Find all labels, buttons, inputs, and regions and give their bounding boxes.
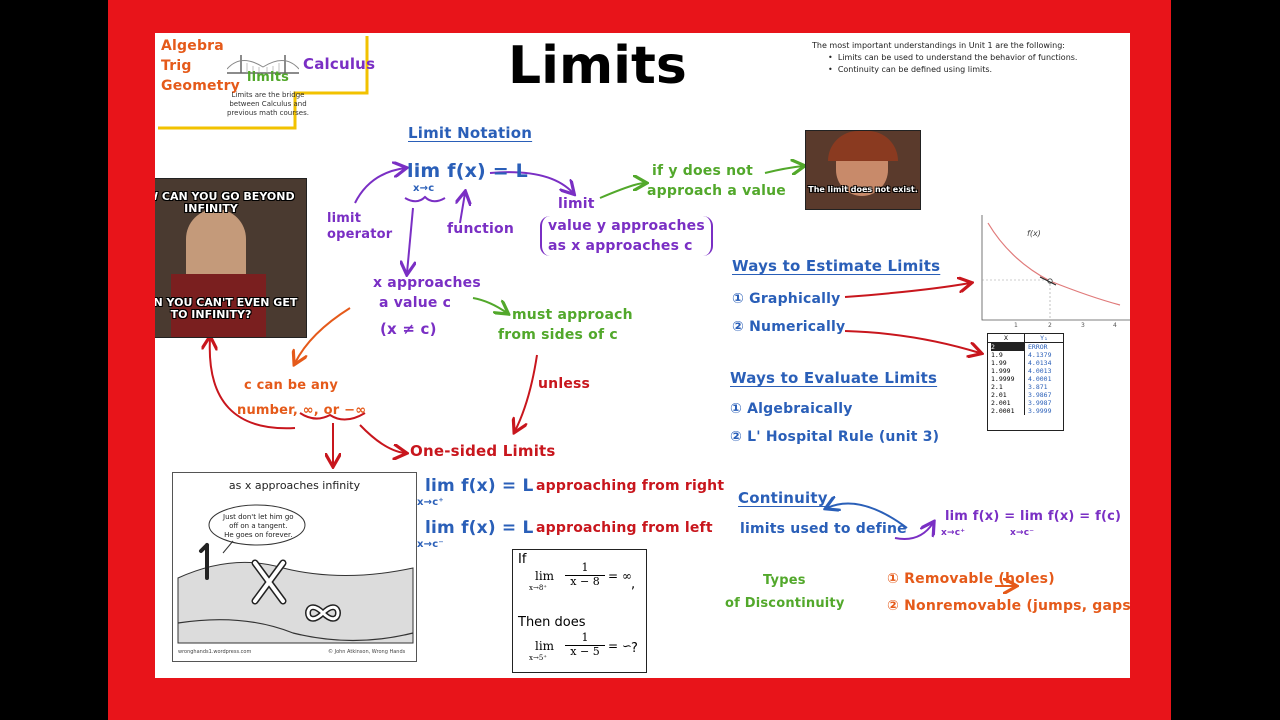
arrow-to-one-sided xyxy=(359,424,405,453)
notation-x-approaches: x approaches a value c xyxy=(373,275,481,311)
bridge-left-words: Algebra Trig Geometry xyxy=(161,38,241,94)
question-then: Then does xyxy=(518,615,586,630)
arrow-continuity-expr xyxy=(894,523,933,540)
one-sided-heading: One-sided Limits xyxy=(410,442,556,460)
comic-credit-right: © John Atkinson, Wrong Hands xyxy=(328,649,406,655)
question-frac2: 1 x − 5 xyxy=(565,631,605,658)
bridge-right: Calculus xyxy=(303,55,376,73)
continuity-sub-right: x→c⁺ xyxy=(941,528,966,538)
arrow-unless xyxy=(515,354,538,431)
question-eq1: = ∞ xyxy=(608,569,632,583)
question-box: If lim x→8⁺ 1 x − 8 = ∞ , Then does lim … xyxy=(512,549,647,673)
arrow-to-meme xyxy=(210,338,296,430)
one-sided-left-desc: approaching from left xyxy=(536,520,713,536)
arrow-c-any xyxy=(295,307,351,363)
arrow-operator xyxy=(354,168,405,204)
evaluate-item-1: ① Algebraically xyxy=(730,401,853,417)
one-sided-left-expr: lim f(x) = L xyxy=(425,518,534,538)
question-sub2: x→5⁺ xyxy=(529,654,547,662)
notation-sub: x→c xyxy=(413,183,435,194)
bridge-border xyxy=(158,36,369,130)
one-sided-right-desc: approaching from right xyxy=(536,478,725,494)
notation-heading: Limit Notation xyxy=(408,124,533,142)
page-title: Limits xyxy=(508,36,687,96)
arrow-x-approaches xyxy=(407,207,413,273)
notation-limit-desc: value y approaches as x approaches c xyxy=(540,216,713,256)
evaluate-heading: Ways to Evaluate Limits xyxy=(730,369,938,387)
arrow-layer xyxy=(158,36,1130,678)
discontinuity-item-2: ② Nonremovable (jumps, gaps) xyxy=(887,598,1130,614)
graph-tick-3: 3 xyxy=(1081,322,1085,329)
graph-tick-2: 2 xyxy=(1048,322,1052,329)
arrow-graph xyxy=(844,283,970,298)
evaluate-item-2: ② L' Hospital Rule (unit 3) xyxy=(730,429,940,445)
continuity-desc: limits used to define xyxy=(740,521,907,537)
question-if: If xyxy=(518,552,527,567)
question-frac1: 1 x − 8 xyxy=(565,561,605,588)
continuity-expr: lim f(x) = lim f(x) = f(c) xyxy=(945,509,1122,524)
bridge-icon xyxy=(227,55,299,74)
notation-expr: lim f(x) = L xyxy=(407,160,528,182)
question-eq2: = ∽ xyxy=(608,639,632,653)
picard-top-text: HOW CAN YOU GO BEYOND INFINITY xyxy=(155,190,295,215)
notation-limit: limit xyxy=(558,196,595,212)
arrow-limit xyxy=(489,171,573,193)
discontinuity-types: Types of Discontinuity xyxy=(725,573,845,611)
question-lim2: lim xyxy=(535,639,555,653)
graph-tick-1: 1 xyxy=(1014,322,1018,329)
one-sided-right-expr: lim f(x) = L xyxy=(425,476,534,496)
estimate-item-1: ① Graphically xyxy=(732,291,841,307)
arrow-function xyxy=(460,193,465,224)
arrow-table xyxy=(844,330,980,353)
notation-function: function xyxy=(447,221,514,237)
estimate-item-2: ② Numerically xyxy=(732,319,846,335)
question-mark: ? xyxy=(631,641,638,656)
graph-tick-4: 4 xyxy=(1113,322,1117,329)
notation-unless: unless xyxy=(538,376,591,392)
notation-operator: limit operator xyxy=(327,211,393,242)
question-comma: , xyxy=(631,577,636,592)
picard-bottom-text: WHEN YOU CAN'T EVEN GET TO INFINITY? xyxy=(155,296,298,321)
question-lim1: lim xyxy=(535,569,555,583)
notation-x-neq: (x ≠ c) xyxy=(380,320,437,338)
arrow-continuity-loop xyxy=(827,504,908,529)
notation-c-any: c can be any number, ∞, or −∞ xyxy=(237,378,367,418)
one-sided-left-sub: x→c⁻ xyxy=(417,539,444,550)
comic-title: as x approaches infinity xyxy=(228,479,361,492)
picard-uniform xyxy=(171,274,266,337)
one-sided-right-sub: x→c⁺ xyxy=(417,497,444,508)
dne-meme: The limit does not exist. xyxy=(805,130,921,210)
table-header: X Y₁ xyxy=(988,334,1063,343)
comic-credit-left: wronghands1.wordpress.com xyxy=(178,649,252,655)
estimate-heading: Ways to Estimate Limits xyxy=(732,257,941,275)
intro-text: The most important understandings in Uni… xyxy=(812,41,1078,74)
question-sub1: x→8⁺ xyxy=(529,584,547,592)
whiteboard: Algebra Trig Geometry limits Calculus Li… xyxy=(155,33,1130,678)
notation-must-approach: must approach from sides of c xyxy=(498,307,633,343)
brace-sub xyxy=(404,195,446,203)
comic-bubble: Just don't let him go off on a tangent. … xyxy=(223,513,294,539)
bridge-middle: limits xyxy=(247,70,290,85)
bridge-caption: Limits are the bridge between Calculus a… xyxy=(227,91,309,117)
arrow-dne xyxy=(764,166,803,173)
comic-panel: as x approaches infinity Just don't let … xyxy=(172,472,417,662)
girl-hair xyxy=(828,131,898,161)
continuity-heading: Continuity xyxy=(738,489,828,507)
graph-label: f(x) xyxy=(1027,229,1041,238)
comic-drawing xyxy=(177,504,414,644)
graph-thumbnail xyxy=(981,215,1130,321)
picard-meme: HOW CAN YOU GO BEYOND INFINITY WHEN YOU … xyxy=(155,178,307,338)
dne-text: The limit does not exist. xyxy=(808,185,918,194)
discontinuity-item-1: ① Removable (holes) xyxy=(887,571,1055,587)
continuity-sub-left: x→c⁻ xyxy=(1010,528,1035,538)
arrow-not-approach xyxy=(599,183,645,199)
arrow-must-approach xyxy=(472,297,507,313)
notation-not-approach: if y does not approach a value xyxy=(647,163,786,199)
brace-c-any xyxy=(299,412,366,421)
